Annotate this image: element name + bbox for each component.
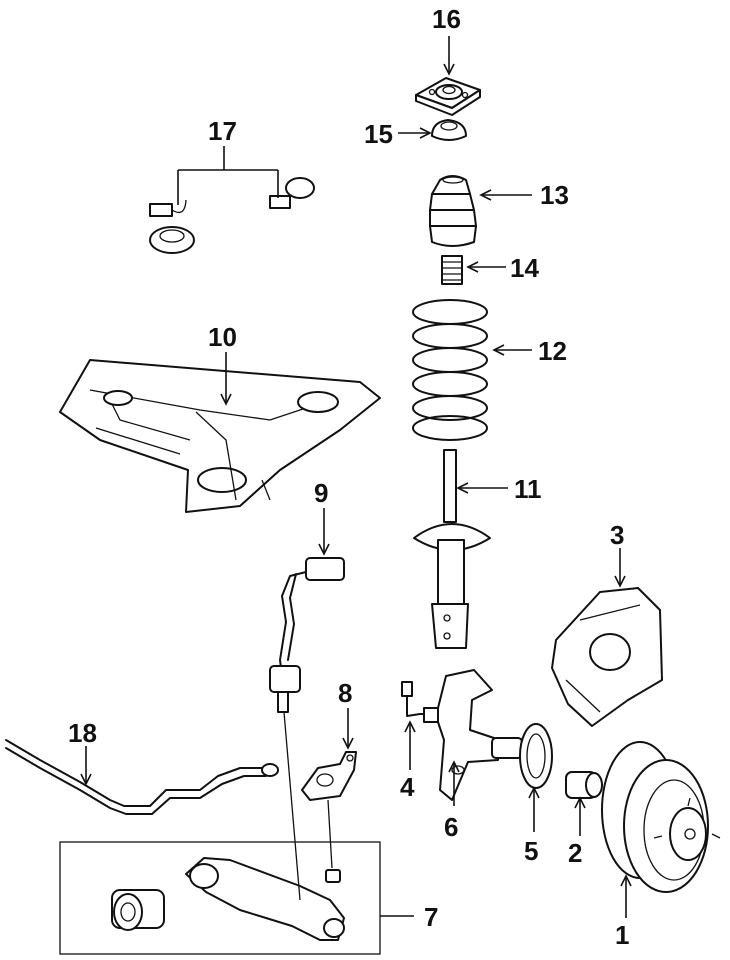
callout-14: 14 [510,253,539,283]
callout-8: 8 [338,678,352,708]
spring-seat-icon[interactable] [431,119,467,141]
callout-17: 17 [208,116,237,146]
ball-joint-bracket-icon[interactable] [301,751,357,801]
stabilizer-link-icon[interactable] [269,557,345,713]
callout-13: 13 [540,180,569,210]
bump-stop-icon[interactable] [441,255,463,285]
strut-mount-icon[interactable] [415,77,481,116]
speed-sensor-icon[interactable] [401,681,439,723]
callout-12: 12 [538,336,567,366]
callout-18: 18 [68,718,97,748]
crossmember-icon[interactable] [59,359,381,513]
callout-6: 6 [444,812,458,842]
callout-2: 2 [568,838,582,868]
leader-17 [177,146,279,205]
brake-rotor-icon[interactable] [601,741,721,893]
callout-7: 7 [424,902,438,932]
steering-knuckle-icon[interactable] [435,669,523,801]
splash-shield-icon[interactable] [551,587,663,727]
dust-boot-icon[interactable] [429,175,477,247]
callout-15: 15 [364,119,393,149]
stabilizer-bar-icon[interactable] [5,739,279,815]
coil-spring-icon[interactable] [412,299,488,441]
callout-9: 9 [314,478,328,508]
callout-11: 11 [514,474,542,504]
callout-1: 1 [615,920,629,950]
strut-icon[interactable] [413,449,491,649]
callout-5: 5 [524,836,538,866]
lower-control-arm-icon[interactable] [59,711,381,955]
callout-3: 3 [610,520,624,550]
tone-ring-icon[interactable] [519,723,553,789]
callout-16: 16 [432,4,461,34]
callout-10: 10 [208,322,237,352]
callout-4: 4 [400,772,415,802]
control-arm-kit-box [59,841,381,955]
bearing-icon[interactable] [565,771,603,799]
engine-mount-icon[interactable] [149,177,315,254]
